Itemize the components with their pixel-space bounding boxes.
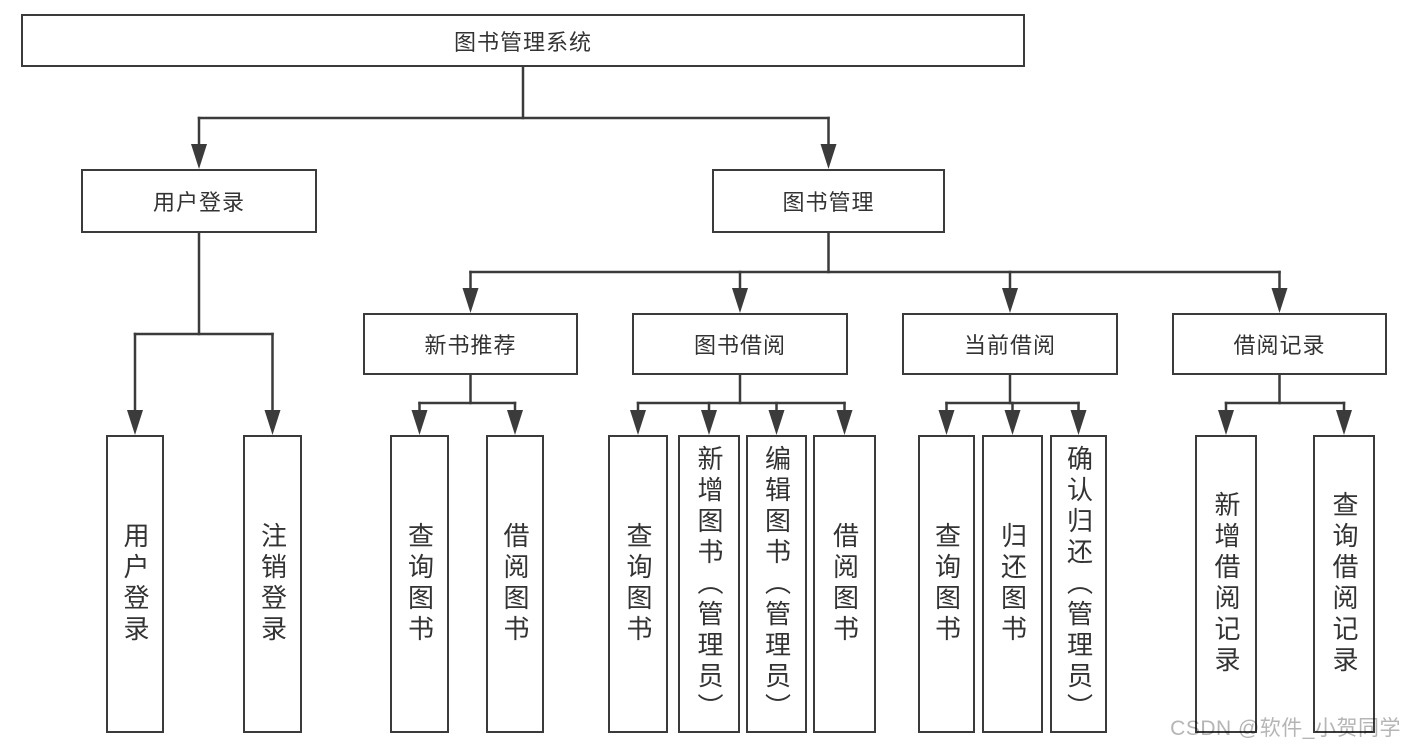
node-book-management-label: 图书管理 xyxy=(782,190,875,215)
leaf-logout-label: 注销登录 xyxy=(257,522,288,646)
node-new-book-recommend: 新书推荐 xyxy=(363,313,578,375)
node-user-login-label: 用户登录 xyxy=(152,190,245,215)
node-borrow-record-label: 借阅记录 xyxy=(1233,333,1326,358)
leaf-cb-query-book-label: 查询图书 xyxy=(931,522,962,646)
node-book-management: 图书管理 xyxy=(712,169,945,233)
node-current-borrow: 当前借阅 xyxy=(902,313,1118,375)
leaf-nb-query-book: 查询图书 xyxy=(390,435,449,733)
leaf-cb-return-book: 归还图书 xyxy=(982,435,1043,733)
csdn-watermark: CSDN @软件_小贺同学 xyxy=(1170,717,1401,740)
leaf-logout: 注销登录 xyxy=(243,435,302,733)
node-borrow-record: 借阅记录 xyxy=(1172,313,1387,375)
leaf-user-login: 用户登录 xyxy=(106,435,164,733)
leaf-bb-query-book-label: 查询图书 xyxy=(623,522,653,646)
leaf-br-query-record: 查询借阅记录 xyxy=(1313,435,1375,733)
node-root-label: 图书管理系统 xyxy=(453,29,592,55)
leaf-bb-edit-book-label: 编辑图书（管理员） xyxy=(761,444,792,724)
node-book-borrow: 图书借阅 xyxy=(632,313,848,375)
leaf-br-add-record-label: 新增借阅记录 xyxy=(1211,491,1241,677)
leaf-user-login-label: 用户登录 xyxy=(120,522,150,646)
node-current-borrow-label: 当前借阅 xyxy=(963,333,1056,358)
leaf-br-add-record: 新增借阅记录 xyxy=(1195,435,1257,733)
leaf-bb-add-book-label: 新增图书（管理员） xyxy=(694,444,724,724)
leaf-br-query-record-label: 查询借阅记录 xyxy=(1329,491,1359,677)
node-book-borrow-label: 图书借阅 xyxy=(693,333,786,358)
node-user-login: 用户登录 xyxy=(81,169,317,233)
leaf-nb-query-book-label: 查询图书 xyxy=(404,522,435,646)
leaf-bb-query-book: 查询图书 xyxy=(608,435,668,733)
leaf-bb-borrow-book: 借阅图书 xyxy=(813,435,876,733)
leaf-nb-borrow-book-label: 借阅图书 xyxy=(500,522,530,646)
leaf-bb-edit-book: 编辑图书（管理员） xyxy=(746,435,807,733)
leaf-cb-confirm-return: 确认归还（管理员） xyxy=(1050,435,1107,733)
leaf-cb-query-book: 查询图书 xyxy=(918,435,975,733)
leaf-nb-borrow-book: 借阅图书 xyxy=(486,435,544,733)
leaf-bb-add-book: 新增图书（管理员） xyxy=(678,435,740,733)
leaf-cb-confirm-return-label: 确认归还（管理员） xyxy=(1063,444,1094,724)
leaf-bb-borrow-book-label: 借阅图书 xyxy=(829,522,860,646)
leaf-cb-return-book-label: 归还图书 xyxy=(997,522,1028,646)
node-new-book-recommend-label: 新书推荐 xyxy=(424,333,517,358)
node-root: 图书管理系统 xyxy=(21,14,1025,67)
